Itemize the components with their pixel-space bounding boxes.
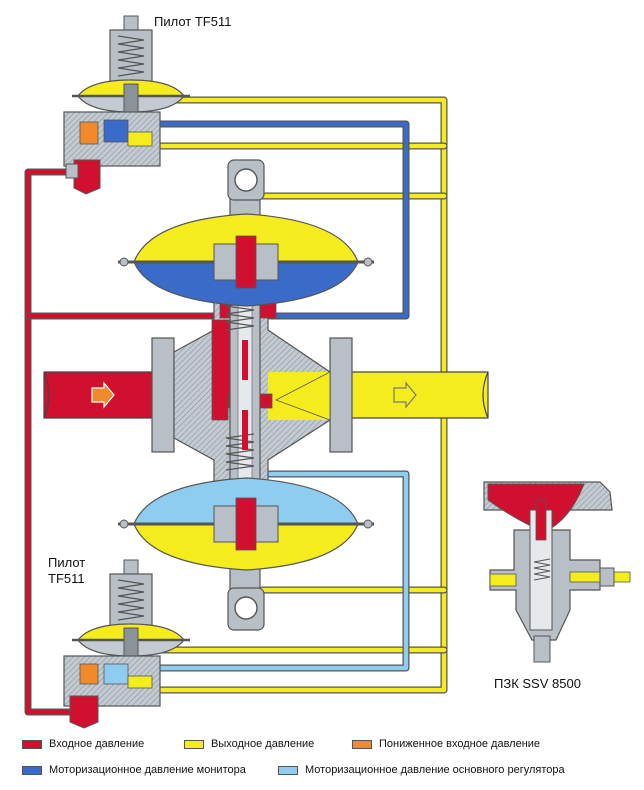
upper-diaphragm xyxy=(118,213,374,307)
legend-label: Выходное давление xyxy=(211,738,315,750)
pilot-bottom-label: Пилот TF511 xyxy=(48,555,85,587)
regulator-diagram xyxy=(24,15,631,729)
legend-swatch xyxy=(184,739,204,749)
legend-swatch xyxy=(278,765,298,775)
arrow-right-icon xyxy=(91,381,115,409)
ssv-8500 xyxy=(483,481,631,663)
pilot-top-label: Пилот TF511 xyxy=(154,14,232,29)
legend-label: Моторизационное давление основного регул… xyxy=(305,764,565,776)
main-regulator-impulse-line xyxy=(146,470,410,672)
legend-label: Входное давление xyxy=(49,738,145,750)
legend-label: Моторизационное давление монитора xyxy=(49,764,246,776)
pilot-bottom-label-line-1: Пилот xyxy=(48,555,86,570)
legend-swatch xyxy=(352,739,372,749)
legend-swatch xyxy=(22,739,42,749)
legend-label: Пониженное входное давление xyxy=(379,738,541,750)
legend-swatch xyxy=(22,765,42,775)
legend-item-inlet: Входное давление xyxy=(22,738,144,750)
pilot-bottom-label-line-2: TF511 xyxy=(48,571,85,586)
arrow-right-icon xyxy=(393,381,417,409)
legend-item-outlet: Выходное давление xyxy=(184,738,314,750)
ssv-label: ПЗК SSV 8500 xyxy=(494,676,581,691)
legend-item-main-regulator: Моторизационное давление основного регул… xyxy=(278,764,565,776)
pilot-bottom xyxy=(63,559,190,729)
legend-item-monitor: Моторизационное давление монитора xyxy=(22,764,246,776)
legend-item-reduced-inlet: Пониженное входное давление xyxy=(352,738,540,750)
lower-diaphragm xyxy=(118,477,374,571)
pilot-top xyxy=(63,15,190,195)
inlet-impulse-line xyxy=(24,168,218,716)
legend: Входное давление Выходное давление Пониж… xyxy=(22,738,632,782)
monitor-impulse-line xyxy=(146,120,410,320)
